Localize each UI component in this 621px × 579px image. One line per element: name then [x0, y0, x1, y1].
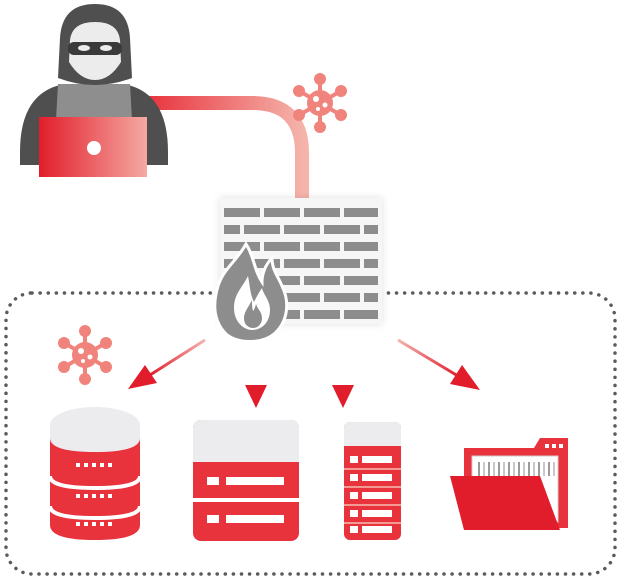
internal-network-border: [4, 291, 617, 576]
db-indicator: [76, 463, 80, 467]
virus-icon: [56, 323, 114, 387]
server-tower-icon: [344, 422, 401, 540]
brick: [344, 208, 378, 217]
db-indicator: [84, 494, 88, 498]
db-indicator: [108, 463, 112, 467]
arrow-to-database: [128, 338, 206, 389]
folder-doc-line: [493, 462, 495, 476]
laptop-icon: [39, 117, 147, 177]
brick: [224, 208, 260, 217]
db-indicator: [84, 522, 88, 526]
flame-icon: [213, 241, 289, 343]
tower-divider: [344, 522, 401, 524]
tower-led: [350, 526, 358, 533]
brick: [364, 225, 378, 234]
db-indicator: [92, 463, 96, 467]
brick: [244, 225, 280, 234]
brick: [264, 276, 300, 285]
db-indicator: [84, 463, 88, 467]
brick: [244, 259, 280, 268]
brick: [344, 276, 378, 285]
tower-led: [350, 456, 358, 463]
folder-icon: [450, 438, 568, 530]
arrow-to-folder: [397, 338, 480, 390]
brick: [324, 225, 360, 234]
folder-doc-line: [548, 462, 550, 476]
server-icon: [193, 420, 299, 541]
tower-slot: [362, 526, 392, 533]
brick: [284, 225, 320, 234]
tower-led: [350, 510, 358, 517]
db-indicator: [100, 522, 104, 526]
tower-slot: [362, 474, 392, 481]
brick: [284, 293, 320, 302]
tower-led: [350, 474, 358, 481]
arrow-to-server-tower: [332, 354, 354, 408]
db-indicator: [100, 463, 104, 467]
brick: [224, 242, 260, 251]
tower-divider: [344, 486, 401, 488]
arrow-to-server: [245, 354, 267, 408]
brick: [304, 310, 340, 319]
brick: [324, 293, 360, 302]
folder-doc-line: [513, 462, 515, 476]
folder-doc-line: [483, 462, 485, 476]
database-icon: [48, 407, 142, 540]
db-indicator: [108, 522, 112, 526]
folder-doc-line: [523, 462, 525, 476]
brick: [284, 259, 320, 268]
folder-doc-line: [508, 462, 510, 476]
brick: [264, 242, 300, 251]
db-indicator: [92, 494, 96, 498]
tower-slot: [362, 510, 392, 517]
folder-doc-line: [498, 462, 500, 476]
folder-doc-line: [518, 462, 520, 476]
db-indicator: [92, 522, 96, 526]
folder-doc-line: [543, 462, 545, 476]
db-indicator: [76, 522, 80, 526]
tower-divider: [344, 468, 401, 470]
brick: [304, 276, 340, 285]
folder-doc-line: [528, 462, 530, 476]
folder-doc-line: [478, 462, 480, 476]
db-indicator: [76, 494, 80, 498]
db-indicator: [100, 494, 104, 498]
brick: [364, 259, 378, 268]
brick: [324, 259, 360, 268]
tower-slot: [362, 492, 392, 499]
brick: [344, 242, 378, 251]
brick: [264, 208, 300, 217]
tower-led: [350, 492, 358, 499]
brick: [224, 225, 240, 234]
brick: [364, 293, 378, 302]
brick: [304, 208, 340, 217]
db-indicator: [108, 494, 112, 498]
folder-doc-line: [503, 462, 505, 476]
folder-doc-line: [533, 462, 535, 476]
connection-wire: [145, 96, 309, 208]
tower-slot: [362, 456, 392, 463]
folder-doc-line: [538, 462, 540, 476]
brick: [344, 310, 378, 319]
tower-divider: [344, 504, 401, 506]
brick: [304, 242, 340, 251]
folder-doc-line: [553, 462, 555, 476]
folder-doc-line: [488, 462, 490, 476]
